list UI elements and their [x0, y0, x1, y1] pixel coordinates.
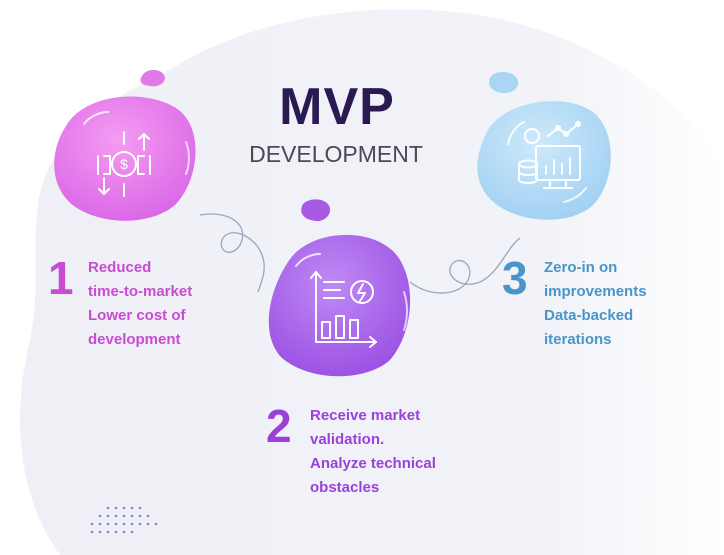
step-1-blob: $ [54, 96, 196, 221]
step-1-description: Reduced time-to-market Lower cost of dev… [88, 256, 192, 352]
page-subtitle: DEVELOPMENT [249, 141, 423, 167]
analytics-chart-icon [310, 271, 377, 348]
step-2-blob [268, 234, 411, 377]
step-2-line: obstacles [310, 479, 380, 496]
svg-text:$: $ [120, 156, 128, 172]
step-1-line: time-to-market [88, 283, 193, 300]
step-3-description: Zero-in on improvements Data-backed iter… [544, 256, 647, 352]
step-2-description: Receive market validation. Analyze techn… [310, 404, 436, 500]
step-3-line: improvements [544, 283, 647, 300]
step-1-line: Lower cost of [88, 307, 186, 324]
step-3-line: Zero-in on [544, 259, 618, 276]
step-3-line: Data-backed [544, 307, 634, 324]
small-purple-blob [301, 199, 331, 222]
step-2-line: validation. [310, 431, 385, 448]
dot-pattern [90, 506, 158, 534]
step-1-line: Reduced [88, 259, 152, 276]
step-3-line: iterations [544, 331, 612, 348]
connector-squiggle-right [409, 237, 521, 294]
step-3-blob [477, 101, 611, 220]
page-title: MVP [279, 78, 395, 136]
money-exchange-icon: $ [97, 131, 151, 197]
step-1-number: 1 [48, 252, 74, 304]
step-2-line: Analyze technical [310, 455, 436, 472]
small-blue-blob [489, 71, 519, 94]
connector-squiggle-left [199, 213, 265, 293]
small-pink-blob [140, 69, 165, 87]
data-dashboard-icon [518, 121, 581, 189]
step-2-line: Receive market [310, 407, 421, 424]
step-3-number: 3 [502, 252, 528, 304]
step-1-line: development [88, 331, 181, 348]
step-2-number: 2 [266, 400, 292, 452]
